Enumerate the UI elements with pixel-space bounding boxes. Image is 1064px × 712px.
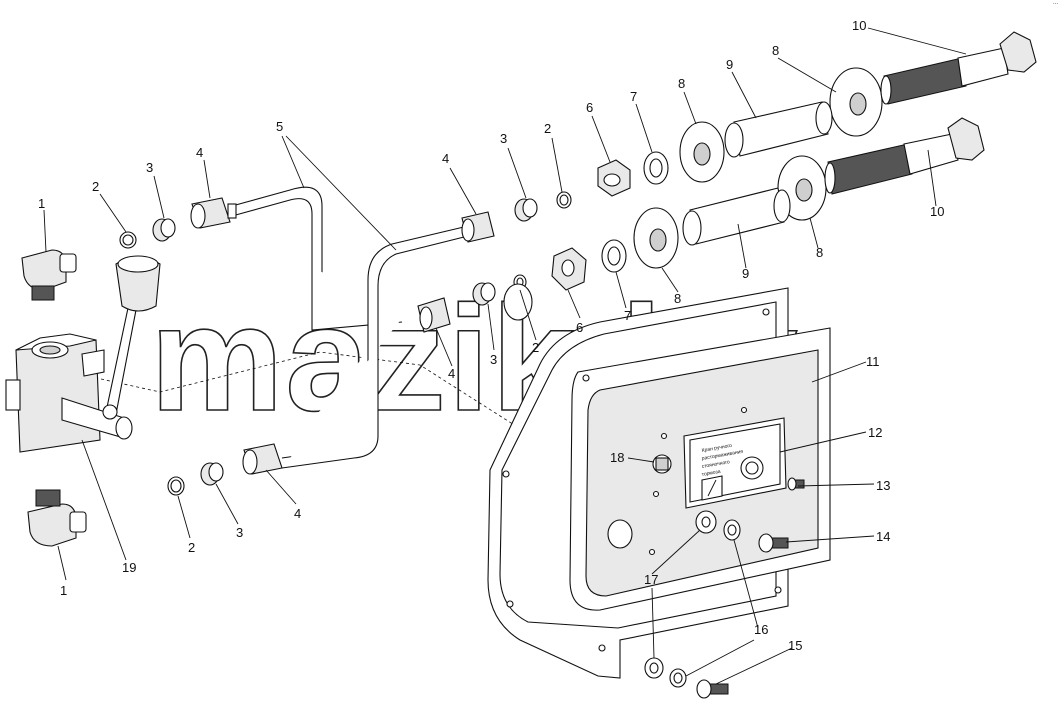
callout-10b: 10 bbox=[930, 204, 944, 219]
callout-14: 14 bbox=[876, 529, 890, 544]
spring-washer-7a bbox=[643, 151, 669, 185]
callout-13: 13 bbox=[876, 478, 890, 493]
callout-7b: 7 bbox=[624, 308, 631, 323]
callout-6b: 6 bbox=[576, 320, 583, 335]
callout-8c: 8 bbox=[674, 291, 681, 306]
callout-17: 17 bbox=[644, 572, 658, 587]
instruction-plate: Кран ручного растормаживания стояночного… bbox=[683, 417, 787, 509]
washer-2c bbox=[556, 191, 572, 209]
callout-16: 16 bbox=[754, 622, 768, 637]
callout-5: 5 bbox=[276, 119, 283, 134]
callout-18: 18 bbox=[610, 450, 624, 465]
elbow-fitting-top bbox=[21, 249, 77, 301]
callout-3c: 3 bbox=[500, 131, 507, 146]
elbow-fitting-bottom bbox=[27, 489, 87, 547]
pipe-lower bbox=[281, 225, 469, 469]
spring-washer-7b bbox=[601, 239, 627, 273]
hex-nut-6a bbox=[597, 159, 631, 197]
hex-nut-6b bbox=[551, 247, 587, 291]
callout-4c: 4 bbox=[442, 151, 449, 166]
callout-6a: 6 bbox=[586, 100, 593, 115]
pipe-upper bbox=[231, 186, 403, 331]
washer-2a bbox=[119, 231, 137, 249]
screw-15 bbox=[696, 679, 729, 699]
bolt-10b bbox=[824, 117, 985, 195]
callout-1b: 1 bbox=[60, 583, 67, 598]
callout-2a: 2 bbox=[92, 179, 99, 194]
pipe-nut-4a bbox=[190, 197, 237, 229]
washer-16-top bbox=[723, 519, 741, 541]
nipple-3c bbox=[514, 198, 538, 222]
callout-15: 15 bbox=[788, 638, 802, 653]
callout-2d: 2 bbox=[532, 340, 539, 355]
callout-1a: 1 bbox=[38, 196, 45, 211]
plate-line-3: стояночного bbox=[701, 459, 730, 470]
spacer-tube-9b bbox=[682, 187, 791, 246]
washer-16-bottom bbox=[669, 668, 687, 688]
pipe-nut-4b bbox=[461, 211, 495, 243]
pipe-nut-4c bbox=[417, 297, 451, 333]
callout-3a: 3 bbox=[146, 160, 153, 175]
nipple-3d bbox=[472, 282, 496, 306]
plate-line-1: Кран ручного bbox=[701, 443, 732, 454]
corner-mark: ... bbox=[1052, 0, 1058, 6]
callout-2c: 2 bbox=[544, 121, 551, 136]
callout-4a: 4 bbox=[196, 145, 203, 160]
callout-9b: 9 bbox=[742, 266, 749, 281]
callout-8b: 8 bbox=[772, 43, 779, 58]
callout-2b: 2 bbox=[188, 540, 195, 555]
callout-8d: 8 bbox=[816, 245, 823, 260]
washer-17-top bbox=[695, 510, 717, 534]
callout-12: 12 bbox=[868, 425, 882, 440]
callout-4d: 4 bbox=[448, 366, 455, 381]
screw-13 bbox=[787, 477, 805, 491]
spacer-tube-9a bbox=[724, 101, 833, 158]
flat-washer-8a bbox=[679, 121, 725, 183]
valve-body bbox=[5, 255, 161, 453]
plate-line-4: тормоза bbox=[701, 469, 721, 478]
leader-lines bbox=[43, 27, 967, 685]
callout-3d: 3 bbox=[490, 352, 497, 367]
callout-4b: 4 bbox=[294, 506, 301, 521]
flat-washer-8b bbox=[829, 67, 883, 137]
callout-8a: 8 bbox=[678, 76, 685, 91]
bolt-10a bbox=[880, 31, 1037, 105]
flat-washer-8c bbox=[633, 207, 679, 269]
callout-labels: 1 1 2 2 2 2 3 3 3 3 4 4 4 4 5 6 6 7 7 8 … bbox=[38, 18, 944, 653]
callout-19: 19 bbox=[122, 560, 136, 575]
callout-3b: 3 bbox=[236, 525, 243, 540]
washer-2b bbox=[167, 476, 185, 496]
washer-2d bbox=[503, 274, 533, 321]
callout-7a: 7 bbox=[630, 89, 637, 104]
nipple-3a bbox=[152, 218, 176, 242]
screw-14 bbox=[758, 533, 789, 553]
washer-17-bottom bbox=[644, 657, 664, 679]
callout-11: 11 bbox=[866, 354, 880, 369]
callout-9a: 9 bbox=[726, 57, 733, 72]
nipple-3b bbox=[200, 462, 224, 486]
pipe-nut-4d bbox=[242, 443, 283, 475]
callout-10a: 10 bbox=[852, 18, 866, 33]
